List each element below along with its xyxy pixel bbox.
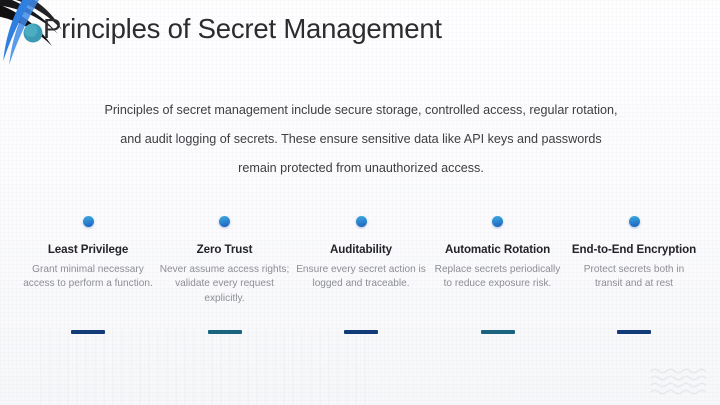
principle-underline-bar — [480, 330, 515, 334]
wave-pattern-icon — [650, 368, 707, 395]
intro-paragraph: Principles of secret management include … — [104, 103, 618, 175]
principle-description: Never assume access rights; validate eve… — [159, 263, 290, 304]
principle-description: Grant minimal necessary access to perfor… — [23, 263, 153, 290]
bullet-dot-icon — [219, 216, 230, 227]
principle-card: End-to-End Encryption Protect secrets bo… — [567, 216, 701, 334]
principle-underline-bar — [344, 330, 378, 334]
principle-underline-bar — [617, 330, 651, 334]
principle-underline-bar — [207, 330, 242, 334]
principle-title: Zero Trust — [196, 243, 253, 256]
principle-card: Zero Trust Never assume access rights; v… — [158, 216, 292, 334]
principle-card: Automatic Rotation Replace secrets perio… — [431, 216, 565, 334]
bullet-dot-icon — [82, 216, 94, 227]
page-title: Principles of Secret Management — [43, 13, 442, 44]
principle-description: Ensure every secret action is logged and… — [296, 263, 426, 290]
principle-description: Replace secrets periodically to reduce e… — [434, 263, 561, 290]
bullet-dot-icon — [355, 216, 367, 227]
principles-row: Least Privilege Grant minimal necessary … — [21, 216, 701, 334]
principle-card: Auditability Ensure every secret action … — [294, 216, 428, 334]
background-texture-patch — [40, 330, 370, 405]
principle-underline-bar — [71, 330, 105, 334]
principle-title: Auditability — [330, 243, 392, 256]
principle-title: Automatic Rotation — [444, 243, 551, 256]
principle-card: Least Privilege Grant minimal necessary … — [21, 216, 155, 334]
principle-title: End-to-End Encryption — [571, 243, 697, 256]
principle-description: Protect secrets both in transit and at r… — [583, 263, 685, 290]
bullet-dot-icon — [628, 216, 640, 227]
bullet-dot-icon — [492, 216, 503, 227]
principle-title: Least Privilege — [47, 243, 129, 256]
